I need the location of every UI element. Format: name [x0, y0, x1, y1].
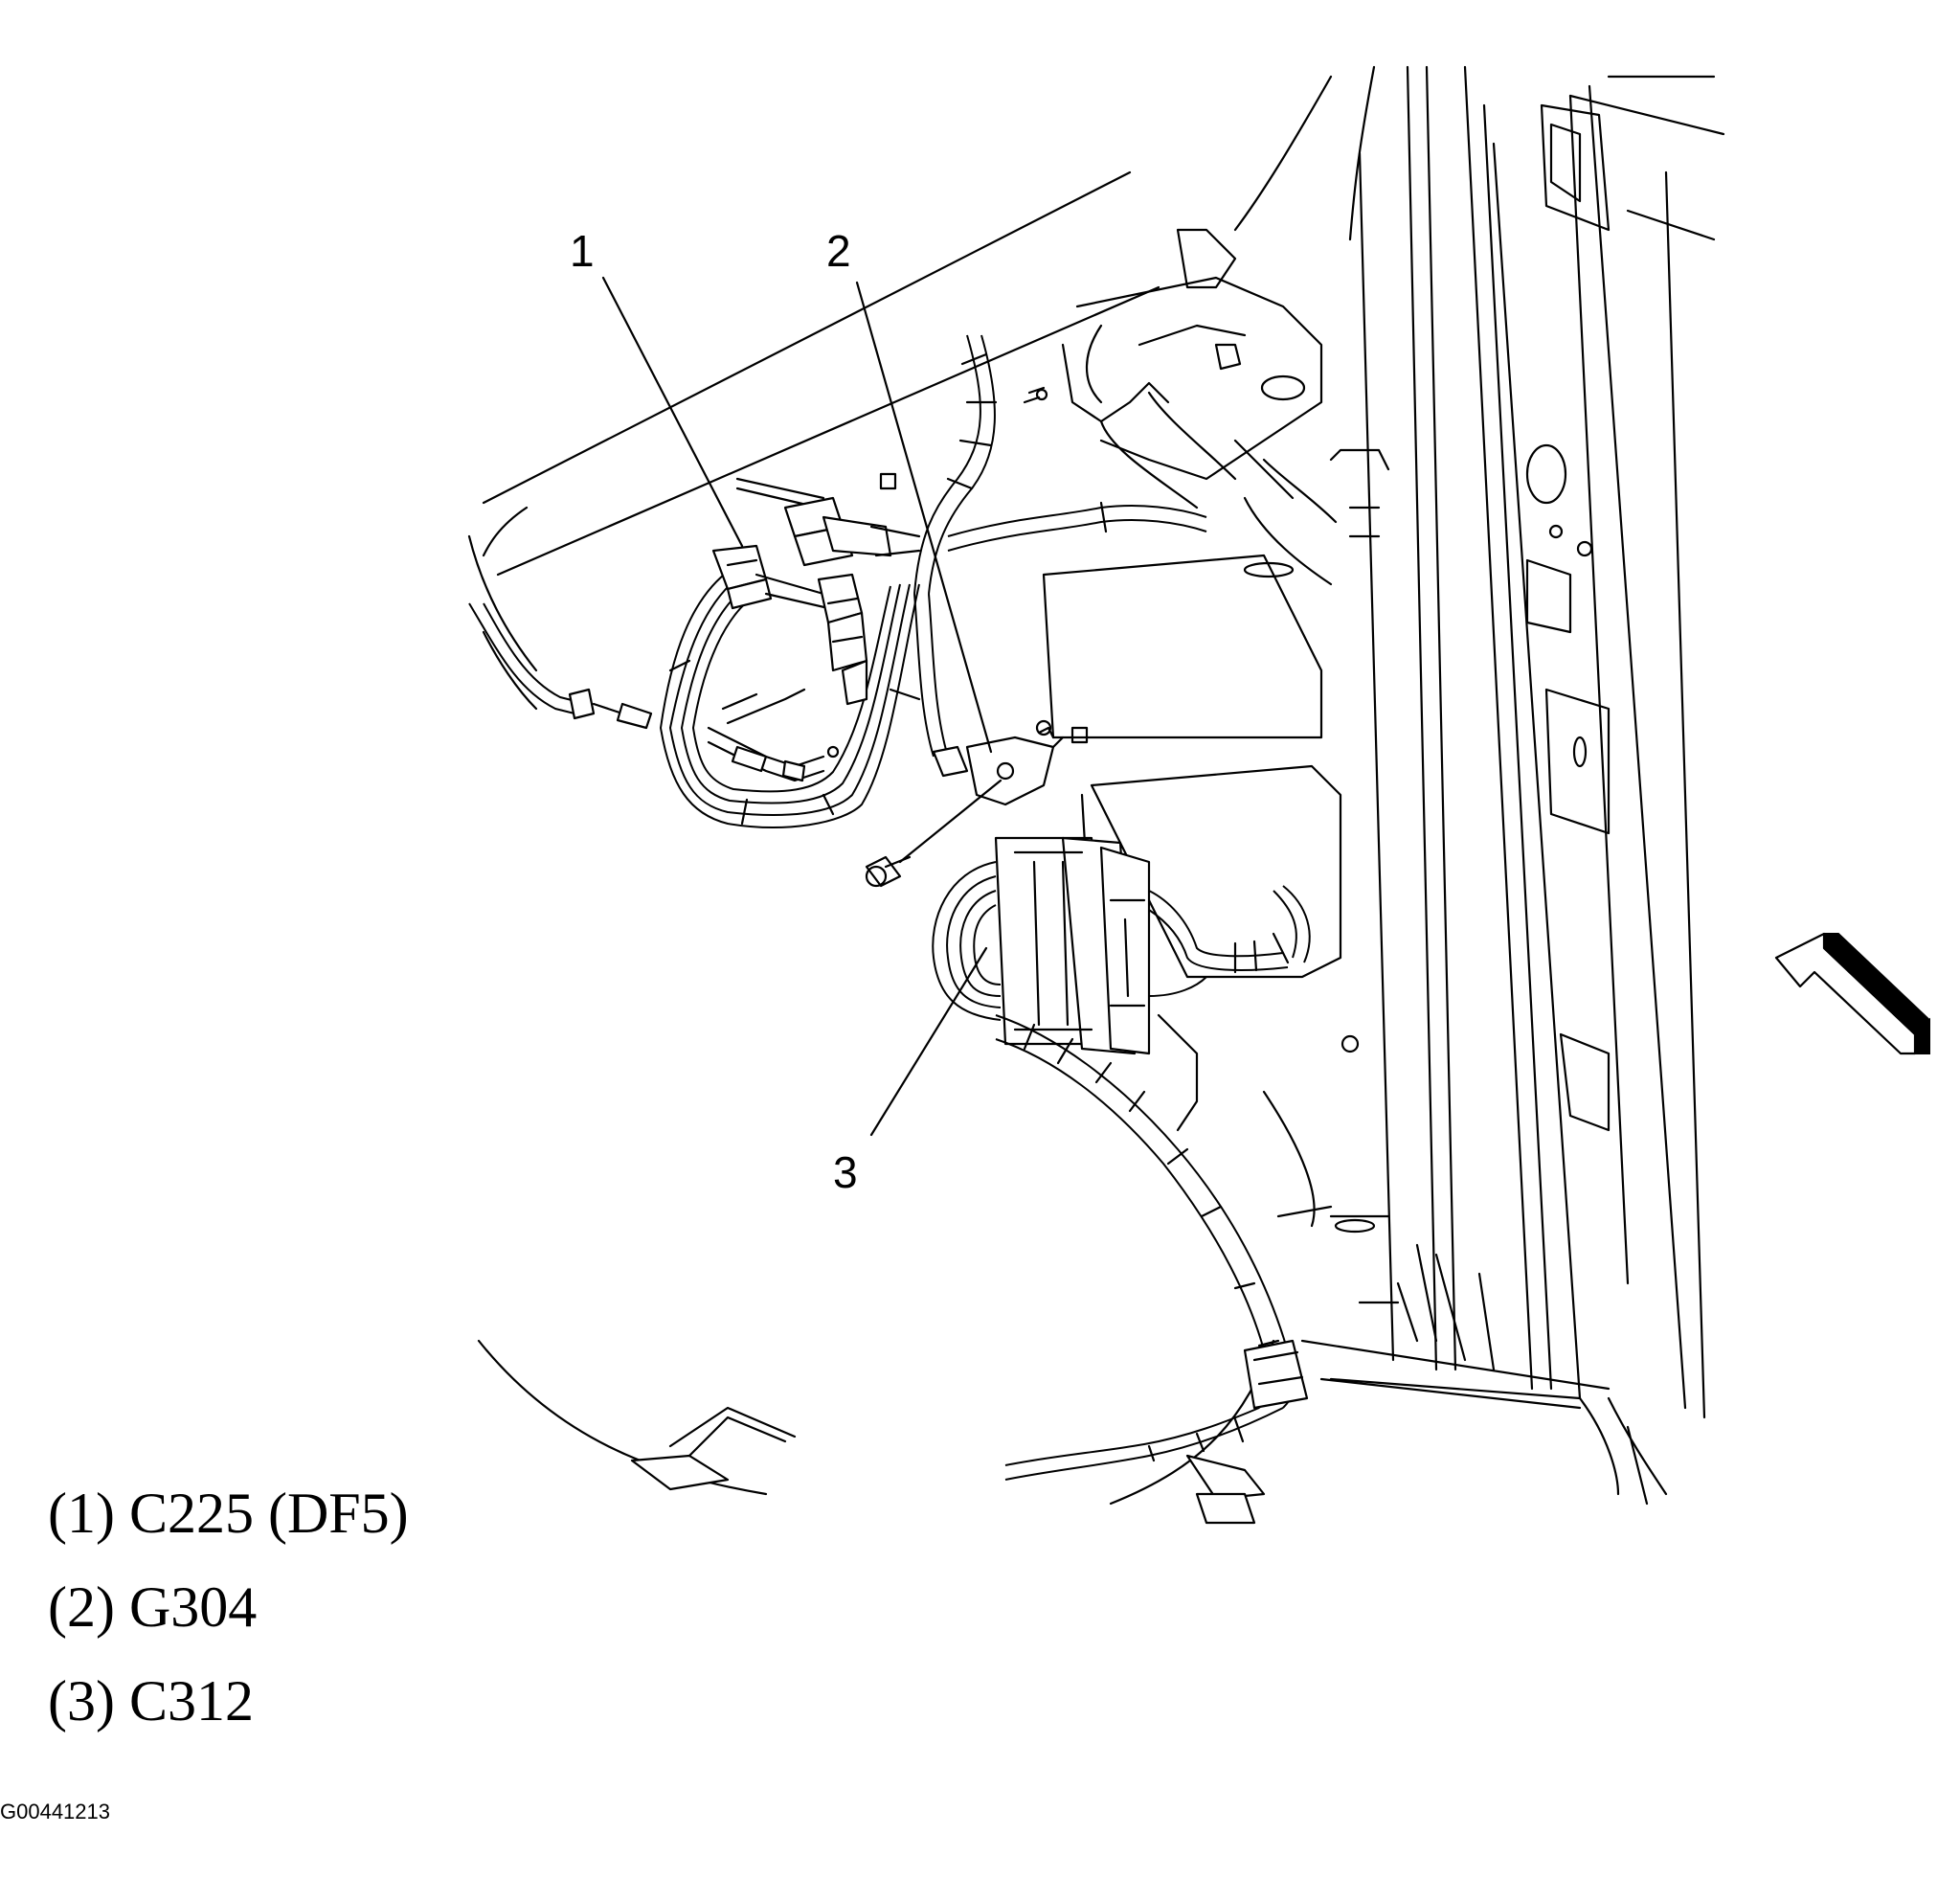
leader-3 [869, 946, 988, 1137]
leader-1 [601, 276, 744, 548]
legend-item-c312: (3) C312 [48, 1669, 254, 1733]
body-panel-outline [467, 65, 1725, 1506]
legend-item-g304: (2) G304 [48, 1575, 258, 1639]
leader-2 [855, 281, 993, 754]
left-cable [468, 602, 840, 782]
callout-2: 2 [826, 226, 851, 276]
view-direction-arrow-icon [1774, 932, 1930, 1055]
callout-1: 1 [570, 226, 595, 276]
connector-c312 [932, 836, 1311, 1055]
lower-harness [630, 1014, 1582, 1525]
upper-bracket [1061, 228, 1338, 586]
figure-id: G00441213 [0, 1800, 110, 1823]
ground-g304 [865, 386, 1089, 888]
upper-harness [659, 334, 1207, 828]
connector-c225 [711, 472, 921, 706]
callout-leaders [601, 276, 993, 1137]
legend-item-c225: (1) C225 (DF5) [48, 1482, 409, 1545]
callout-3: 3 [833, 1147, 858, 1197]
